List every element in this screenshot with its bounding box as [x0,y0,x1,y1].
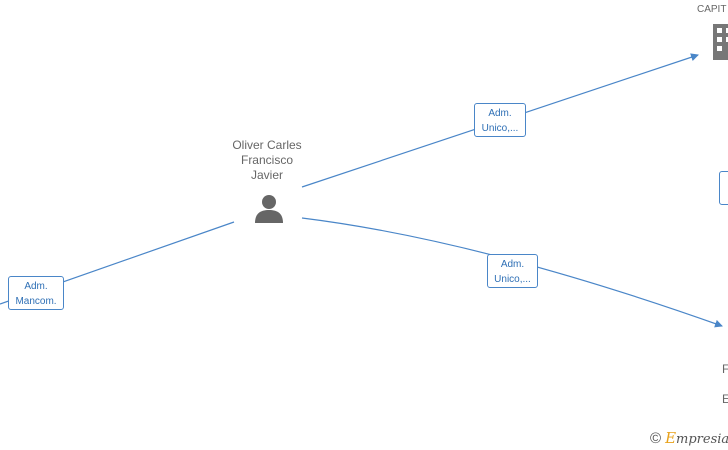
building-icon[interactable] [713,24,728,60]
brand-name: mpresia [676,432,728,447]
role-line: Unico,... [494,274,531,285]
role-line: Mancom. [15,296,57,307]
brand-initial: E [665,429,677,447]
copyright-icon: © [650,430,662,447]
company-label-fragment: E [722,392,728,406]
person-name[interactable]: Oliver Carles Francisco Javier [222,138,312,183]
person-icon[interactable] [253,192,285,224]
company-caption: CAPIT [697,4,727,15]
role-line: Adm. [500,259,525,270]
role-box-adm-unico-2[interactable]: Adm. Unico,... [487,254,538,288]
company-label-fragment: F [722,362,728,376]
role-line: Unico,... [481,123,519,134]
brand-logo[interactable]: ©Empresia [650,429,728,447]
person-name-line-1: Oliver Carles [232,138,302,152]
role-box-clipped[interactable] [719,171,728,205]
role-box-adm-mancom[interactable]: Adm. Mancom. [8,276,64,310]
person-name-line-3: Javier [250,168,283,182]
role-line: Adm. [488,108,512,119]
role-line: Adm. [24,281,48,292]
person-name-line-2: Francisco [240,153,293,167]
role-box-adm-unico-1[interactable]: Adm. Unico,... [474,103,526,137]
